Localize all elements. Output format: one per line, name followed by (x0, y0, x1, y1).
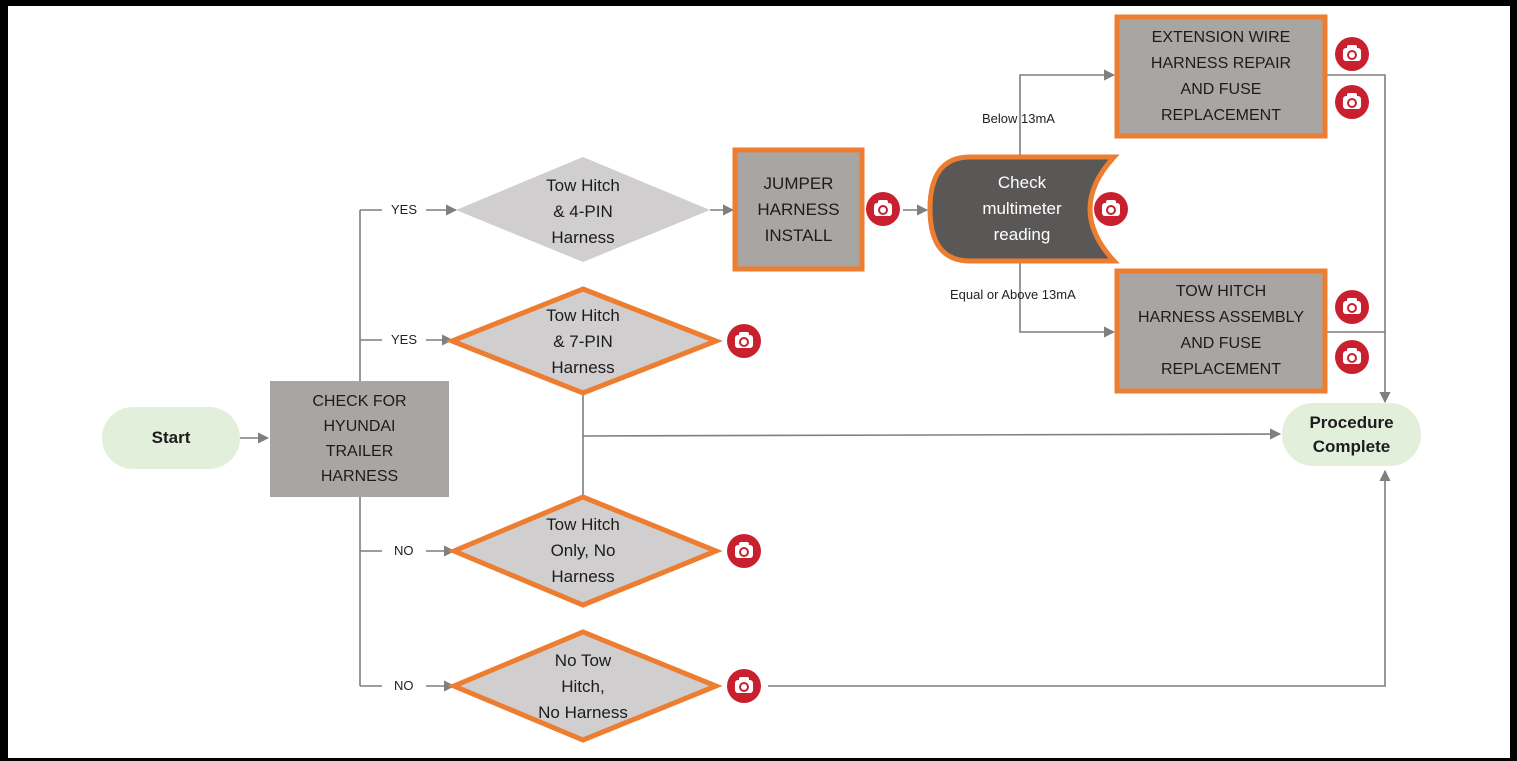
complete-node (1282, 403, 1421, 466)
edge-label-no-tow-only: NO (394, 543, 414, 558)
camera-icon[interactable] (1335, 340, 1369, 374)
decision-no-tow-label: No Tow Hitch, No Harness (538, 651, 628, 722)
camera-icon[interactable] (1335, 85, 1369, 119)
check-harness-box (270, 381, 449, 497)
decision-7pin-label: Tow Hitch & 7-PIN Harness (546, 306, 620, 377)
edge-label-yes-4pin: YES (391, 202, 418, 217)
edge-multimeter-tow-assembly (1019, 263, 1116, 338)
decision-no-tow (447, 629, 723, 743)
extension-box (1114, 14, 1328, 139)
decision-7pin (445, 286, 723, 396)
camera-icon[interactable] (1335, 37, 1369, 71)
camera-icon[interactable] (727, 534, 761, 568)
multimeter-shape (927, 154, 1120, 264)
start-node (102, 407, 240, 469)
decision-4pin (456, 157, 710, 262)
camera-icon[interactable] (727, 669, 761, 703)
edge-multimeter-extension (1019, 69, 1116, 155)
decision-tow-only-label: Tow Hitch Only, No Harness (546, 515, 620, 586)
complete-label: Procedure Complete (1309, 412, 1394, 456)
edge-label-below: Below 13mA (982, 111, 1055, 126)
camera-icon[interactable] (1335, 290, 1369, 324)
edge-label-no-tow: NO (394, 678, 414, 693)
tow-assembly-label: TOW HITCH HARNESS ASSEMBLY AND FUSE REPL… (1138, 283, 1304, 378)
camera-icon[interactable] (727, 324, 761, 358)
edge-label-yes-7pin: YES (391, 332, 418, 347)
tow-assembly-box (1114, 268, 1328, 394)
edge-no-tow-complete (768, 469, 1391, 687)
check-harness-label: CHECK FOR HYUNDAI TRAILER HARNESS (312, 393, 407, 485)
camera-icon[interactable] (866, 192, 900, 226)
start-label: Start (151, 428, 191, 447)
edge-extension-complete (1326, 74, 1391, 404)
camera-icon[interactable] (1094, 192, 1128, 226)
jumper-label: JUMPER HARNESS INSTALL (757, 173, 840, 245)
jumper-box (732, 147, 865, 272)
decision-tow-only (447, 494, 723, 608)
decision-4pin-label: Tow Hitch & 4-PIN Harness (546, 176, 620, 247)
edge-label-above: Equal or Above 13mA (950, 287, 1076, 302)
multimeter-label: Check multimeter reading (982, 173, 1062, 244)
edge-to-complete (582, 428, 1282, 440)
extension-label: EXTENSION WIRE HARNESS REPAIR AND FUSE R… (1150, 28, 1292, 124)
